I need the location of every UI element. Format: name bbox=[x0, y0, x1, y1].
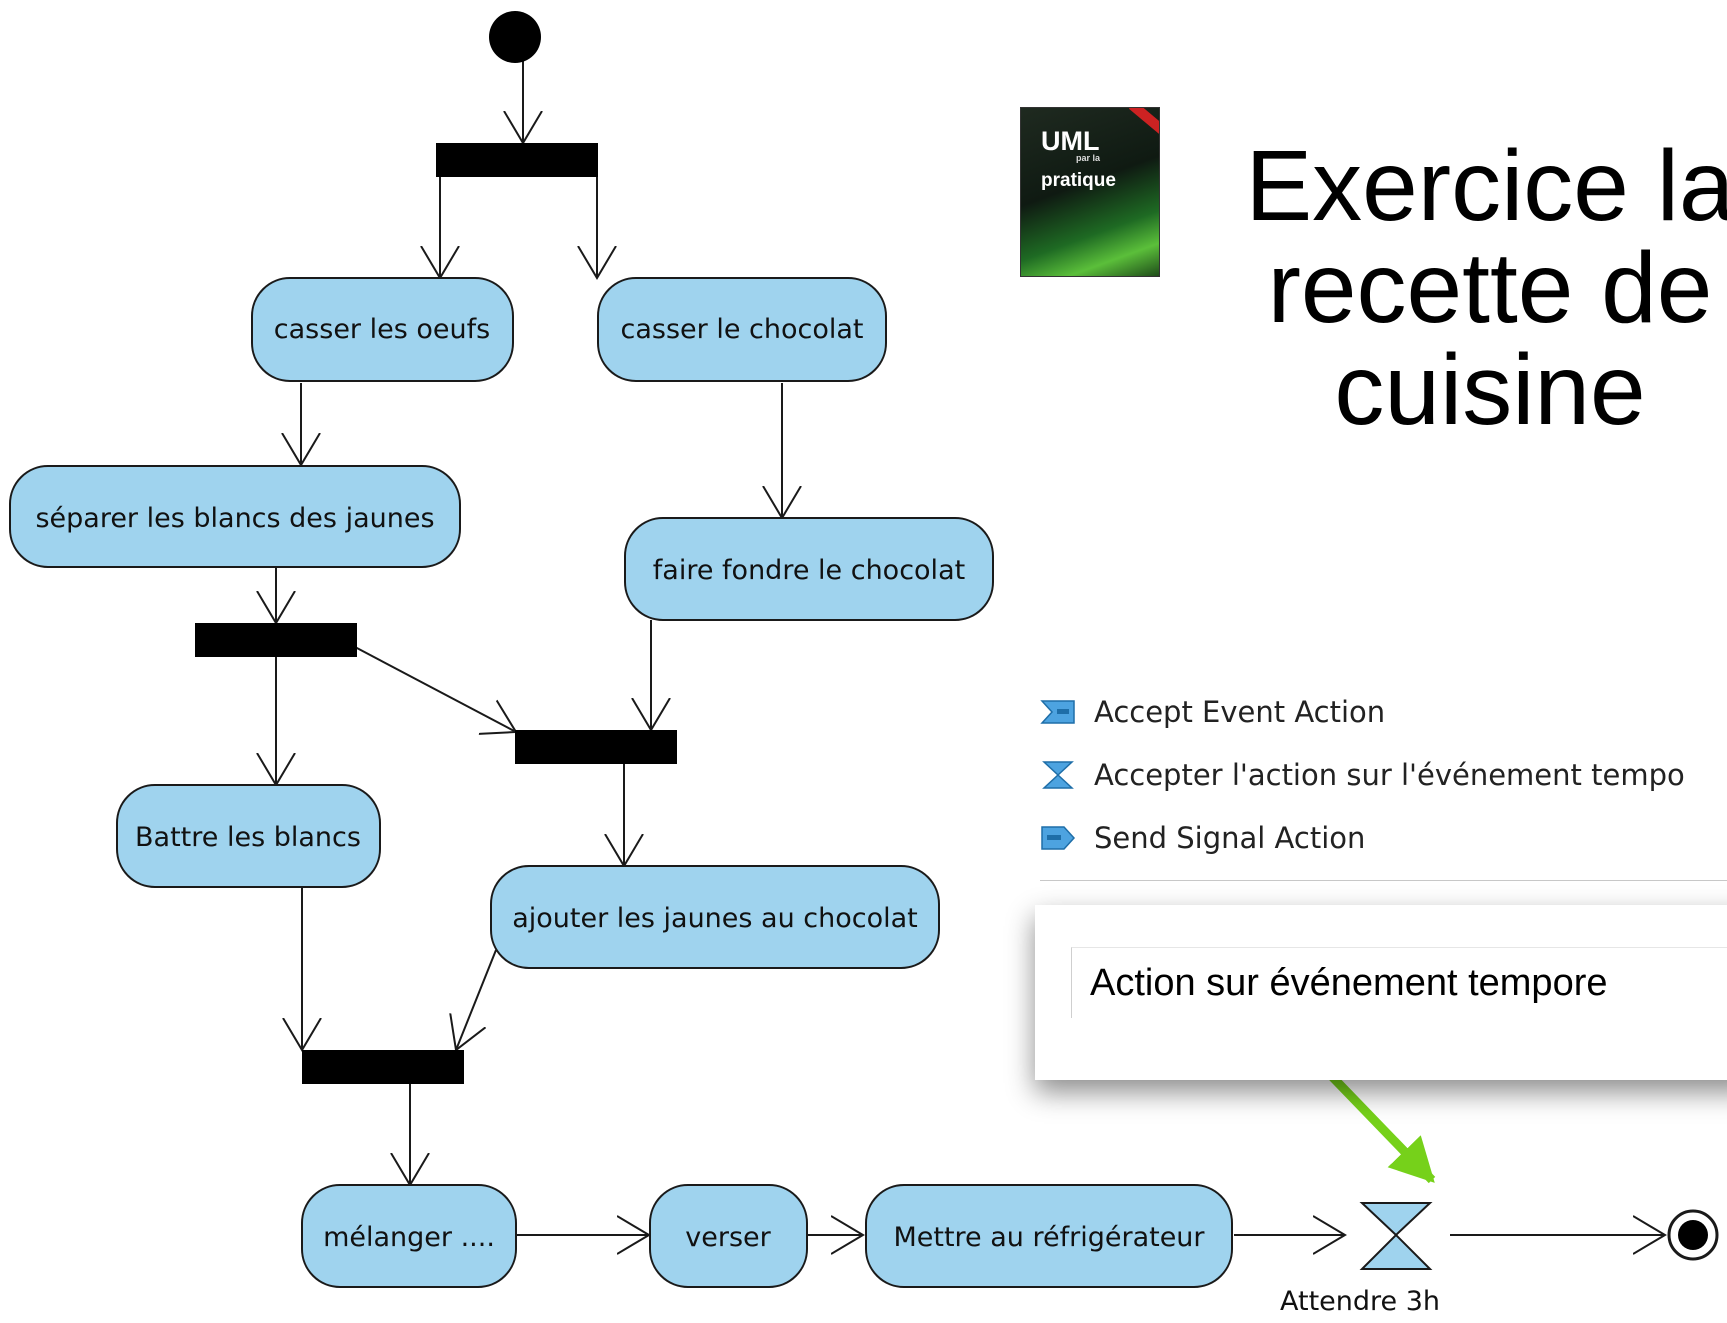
action-casser-chocolat bbox=[597, 277, 887, 382]
join-bar-middle bbox=[515, 730, 677, 764]
action-melanger bbox=[301, 1184, 517, 1288]
send-signal-icon bbox=[1041, 826, 1076, 850]
action-separer bbox=[9, 465, 461, 568]
palette-item-time-event[interactable]: Accepter l'action sur l'événement tempo bbox=[1040, 753, 1685, 797]
hourglass-icon bbox=[1359, 1202, 1433, 1270]
label-melanger: mélanger .... bbox=[323, 1222, 495, 1253]
title-line-3: cuisine bbox=[1334, 334, 1646, 446]
accept-event-icon bbox=[1040, 700, 1075, 724]
book-cover-image: UML par la pratique bbox=[1020, 107, 1160, 277]
label-refrigerer: Mettre au réfrigérateur bbox=[893, 1222, 1205, 1253]
flow-join1-to-join2 bbox=[354, 646, 516, 732]
action-verser bbox=[649, 1184, 808, 1288]
hourglass-icon bbox=[1042, 761, 1074, 789]
label-casser-chocolat: casser le chocolat bbox=[621, 314, 864, 345]
action-fondre bbox=[624, 517, 994, 621]
palette-label-time-event: Accepter l'action sur l'événement tempo bbox=[1094, 758, 1685, 792]
palette-label-accept-event: Accept Event Action bbox=[1094, 695, 1386, 729]
label-wait: Attendre 3h bbox=[1280, 1286, 1440, 1317]
title-line-1: Exercice la bbox=[1245, 130, 1727, 242]
palette-divider bbox=[1040, 880, 1727, 881]
book-brand: UML bbox=[1041, 126, 1100, 156]
book-ribbon bbox=[1128, 108, 1159, 137]
slide-title: Exercice la recette de cuisine bbox=[1140, 135, 1727, 441]
join-bar-bottom bbox=[302, 1050, 464, 1084]
tooltip: Action sur événement tempore bbox=[1035, 905, 1727, 1080]
control-flows bbox=[276, 60, 1665, 1235]
title-line-2: recette de bbox=[1267, 232, 1713, 344]
label-separer: séparer les blancs des jaunes bbox=[35, 503, 434, 534]
label-battre: Battre les blancs bbox=[135, 822, 361, 853]
initial-node bbox=[489, 11, 541, 63]
flow-ajouter-to-join3 bbox=[456, 949, 497, 1050]
tool-palette: Accept Event Action Accepter l'action su… bbox=[1040, 690, 1727, 890]
palette-label-send-signal: Send Signal Action bbox=[1094, 821, 1366, 855]
palette-item-accept-event[interactable]: Accept Event Action bbox=[1040, 690, 1385, 734]
label-casser-oeufs: casser les oeufs bbox=[274, 314, 490, 345]
book-subtitle-small: par la bbox=[1076, 153, 1101, 163]
final-node bbox=[1667, 1209, 1719, 1261]
action-casser-oeufs bbox=[251, 277, 514, 382]
book-name: pratique bbox=[1041, 170, 1116, 191]
label-verser: verser bbox=[685, 1222, 771, 1253]
tooltip-text: Action sur événement tempore bbox=[1071, 947, 1727, 1018]
action-battre bbox=[116, 784, 381, 888]
palette-item-send-signal[interactable]: Send Signal Action bbox=[1040, 816, 1365, 860]
action-refrigerer bbox=[865, 1184, 1233, 1288]
action-ajouter bbox=[490, 865, 940, 969]
label-ajouter: ajouter les jaunes au chocolat bbox=[512, 903, 918, 934]
label-fondre: faire fondre le chocolat bbox=[653, 555, 965, 586]
fork-bar-top bbox=[436, 143, 598, 177]
join-bar-left bbox=[195, 623, 357, 657]
